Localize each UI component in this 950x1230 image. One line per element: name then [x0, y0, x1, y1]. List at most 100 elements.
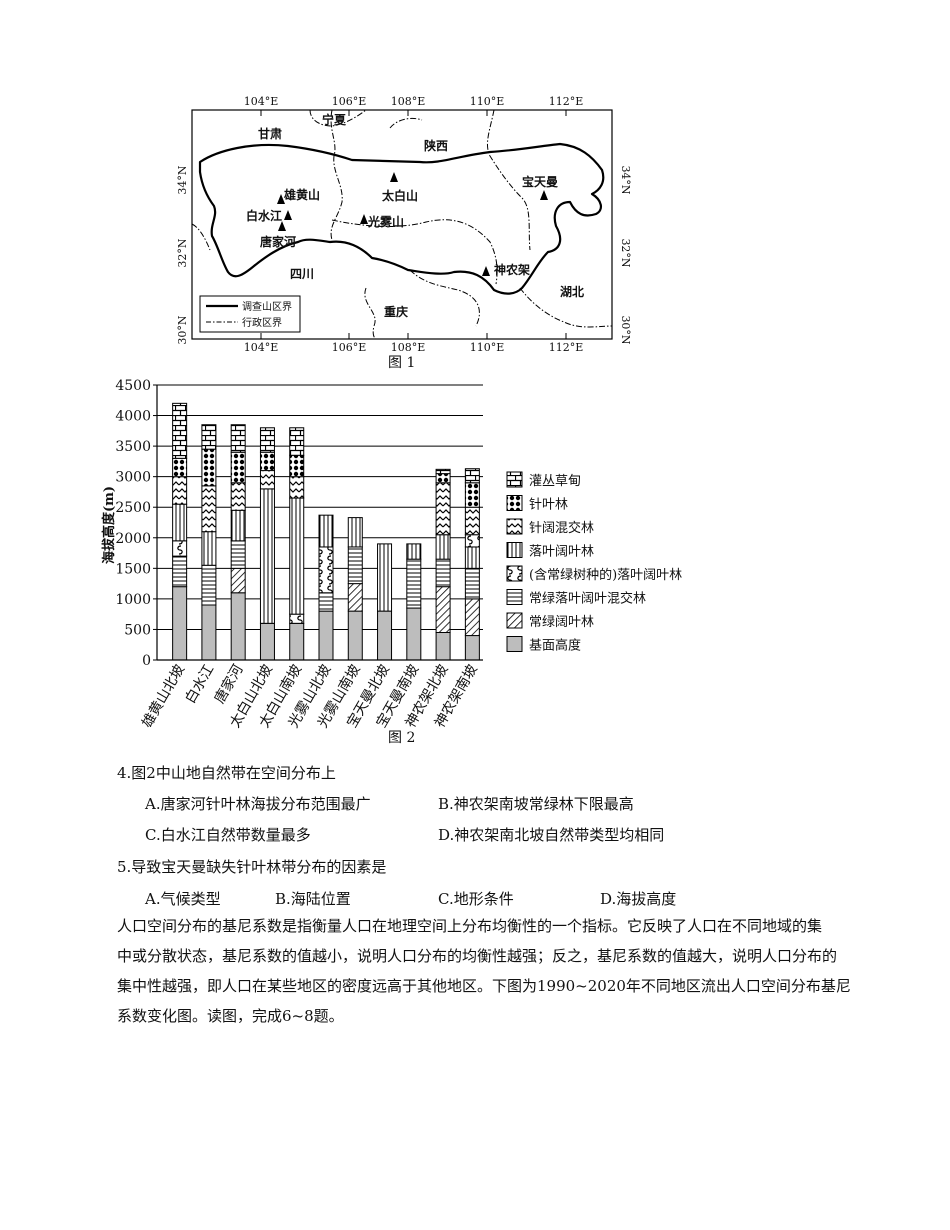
- lon-label-top-110: 110°E: [470, 95, 505, 108]
- lat-label-right-32: 32°N: [619, 238, 632, 267]
- bar-2: [201, 424, 217, 661]
- admin-boundary-ningxia-east: [389, 117, 423, 129]
- bar-segment-conifer: [201, 448, 217, 487]
- bar-segment-shrub: [289, 427, 305, 456]
- legend-swatch-evergreen_broadleaf: [506, 612, 523, 629]
- bar-segment-deciduous: [289, 497, 305, 615]
- y-tick-label: 3500: [115, 439, 151, 455]
- bar-5: [289, 427, 305, 661]
- bar-6: [318, 514, 334, 661]
- legend-label-shrub: 灌丛草甸: [529, 474, 581, 489]
- legend-swatch-mixed_conifer: [506, 518, 523, 535]
- bar-segment-deciduous: [201, 531, 217, 566]
- peak-icon-shennongjia: [482, 266, 490, 276]
- admin-boundary-shaanxi-east: [487, 109, 531, 251]
- bar-segment-mixed_conifer: [172, 476, 188, 505]
- legend-swatch-conifer: [506, 495, 523, 511]
- lat-label-right-30: 30°N: [619, 315, 632, 344]
- y-tick-label: 2500: [115, 500, 151, 516]
- y-tick-label: 1500: [115, 561, 151, 577]
- bar-segment-deciduous: [406, 543, 422, 560]
- admin-boundary-sichuan-chongqing: [364, 287, 377, 340]
- paragraph-line-2: 中或分散状态，基尼系数的值越小，说明人口分布的均衡性越强；反之，基尼系数的值越大…: [117, 947, 838, 965]
- lat-label-right-34: 34°N: [619, 165, 632, 194]
- legend-label-deciduous: 落叶阔叶林: [529, 545, 594, 560]
- peak-icon-taibaishan: [390, 172, 398, 182]
- chart-y-axis-label: 海拔高度(m): [101, 486, 117, 564]
- legend-label-deciduous_evergreen: (含常绿树种的)落叶阔叶林: [529, 567, 682, 583]
- question-5-option-b: B.海陆位置: [275, 890, 351, 908]
- bar-segment-mixed_evergreen: [406, 558, 422, 609]
- map-label-gansu: 甘肃: [258, 126, 282, 141]
- figure-2-caption: 图 2: [388, 730, 416, 746]
- admin-boundary-chongqing-hubei: [409, 269, 480, 327]
- map-label-shaanxi: 陕西: [424, 138, 448, 153]
- bar-segment-base: [435, 632, 451, 661]
- bar-1: [172, 402, 188, 661]
- bar-segment-mixed_evergreen: [318, 592, 334, 612]
- map-label-taibaishan: 太白山: [382, 188, 418, 203]
- bar-segment-shrub: [464, 468, 480, 484]
- bar-segment-deciduous: [347, 517, 363, 548]
- lat-label-left-30: 30°N: [176, 315, 189, 344]
- lon-label-bottom-112: 112°E: [549, 341, 584, 354]
- lon-label-bottom-108: 108°E: [391, 341, 426, 354]
- bar-8: [377, 543, 393, 661]
- lat-label-left-34: 34°N: [176, 165, 189, 194]
- admin-boundary-ningxia: [309, 109, 367, 127]
- lon-label-bottom-104: 104°E: [244, 341, 279, 354]
- admin-boundary-west: [191, 223, 211, 251]
- bar-segment-mixed_evergreen: [435, 558, 451, 588]
- bar-3: [230, 424, 246, 661]
- figure-1-map: 104°E 106°E 108°E 110°E 112°E 104°E 106°…: [176, 95, 632, 354]
- legend-label-evergreen_broadleaf: 常绿阔叶林: [529, 615, 594, 630]
- peak-icon-xionghuangshan: [277, 194, 285, 204]
- map-label-tangjiahe: 唐家河: [260, 234, 296, 249]
- bar-segment-deciduous_evergreen: [318, 546, 334, 594]
- legend-swatch-base: [506, 636, 523, 652]
- lon-label-top-108: 108°E: [391, 95, 426, 108]
- bar-segment-mixed_evergreen: [172, 555, 188, 588]
- bar-segment-mixed_conifer: [464, 506, 480, 536]
- bar-7: [347, 517, 363, 661]
- bar-segment-deciduous: [464, 546, 480, 569]
- bar-segment-mixed_evergreen: [230, 540, 246, 569]
- legend-swatch-shrub: [506, 471, 523, 488]
- bar-segment-shrub: [230, 424, 246, 453]
- bar-segment-mixed_evergreen: [201, 564, 217, 606]
- question-4-option-b: B.神农架南坡常绿林下限最高: [438, 795, 634, 813]
- question-4-option-d: D.神农架南北坡自然带类型均相同: [438, 826, 665, 844]
- y-tick-label: 4500: [115, 378, 151, 394]
- gini-intro-paragraph: 人口空间分布的基尼系数是指衡量人口在地理空间上分布均衡性的一个指标。它反映了人口…: [117, 911, 865, 1031]
- bar-segment-deciduous: [259, 488, 275, 624]
- peak-icon-guangwushan: [360, 214, 368, 224]
- bar-segment-shrub: [172, 402, 188, 459]
- bar-segment-conifer: [259, 451, 275, 472]
- map-legend-survey-label: 调查山区界: [242, 300, 292, 313]
- map-label-baishuijiang: 白水江: [246, 208, 282, 223]
- legend-label-mixed_conifer: 针阔混交林: [529, 520, 594, 536]
- legend-swatch-mixed_evergreen: [506, 589, 523, 605]
- bar-segment-conifer: [230, 451, 246, 484]
- bar-segment-conifer: [289, 454, 305, 478]
- y-tick-label: 500: [124, 622, 151, 638]
- map-label-chongqing: 重庆: [384, 304, 408, 319]
- bar-4: [259, 427, 275, 661]
- lon-label-bottom-110: 110°E: [470, 341, 505, 354]
- map-label-sichuan: 四川: [290, 267, 314, 281]
- admin-boundary-gansu-shaanxi: [330, 109, 343, 241]
- bar-10: [435, 468, 451, 661]
- bar-segment-mixed_conifer: [435, 482, 451, 536]
- bar-segment-base: [259, 622, 275, 661]
- bar-segment-evergreen_broadleaf: [464, 598, 480, 637]
- bar-segment-base: [289, 622, 305, 661]
- admin-boundary-hubei: [519, 287, 613, 328]
- paragraph-line-1: 人口空间分布的基尼系数是指衡量人口在地理空间上分布均衡性的一个指标。它反映了人口…: [117, 917, 823, 935]
- bar-segment-evergreen_broadleaf: [230, 567, 246, 594]
- map-label-guangwushan: 光雾山: [367, 214, 404, 229]
- lon-label-top-112: 112°E: [549, 95, 584, 108]
- y-tick-label: 1000: [115, 592, 151, 608]
- bar-segment-deciduous_evergreen: [289, 613, 305, 624]
- bar-segment-base: [201, 604, 217, 661]
- legend-swatch-deciduous_evergreen: [506, 565, 523, 582]
